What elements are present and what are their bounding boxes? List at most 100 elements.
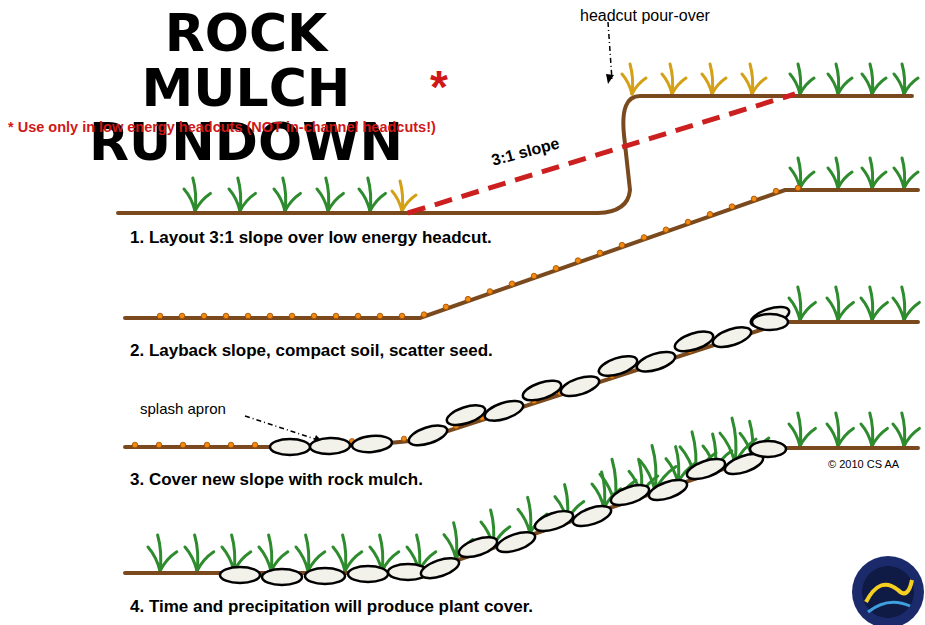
rock <box>351 434 392 453</box>
rock <box>711 323 754 351</box>
rock <box>608 481 651 509</box>
plant-blade <box>652 446 656 491</box>
rock <box>750 441 786 457</box>
plant-blade <box>259 547 271 571</box>
plant-blade <box>862 74 872 94</box>
ground-profile <box>125 190 918 318</box>
plant-blade <box>798 158 801 188</box>
rock <box>635 348 678 376</box>
seed <box>289 313 295 319</box>
plant-tuft <box>222 535 251 571</box>
plant-blade <box>274 189 285 211</box>
plant-tuft <box>828 158 852 188</box>
plant-blade <box>269 535 272 571</box>
plant-tuft <box>742 64 766 94</box>
title: ROCK MULCH RUNDOWN <box>66 6 426 170</box>
plant-blade <box>662 74 672 94</box>
leader-line <box>608 22 612 80</box>
plant-blade <box>195 193 210 211</box>
plant-tuft <box>893 287 919 320</box>
plant-tuft <box>702 64 726 94</box>
rock <box>684 455 727 483</box>
rock <box>305 568 345 584</box>
plant-tuft <box>789 287 815 320</box>
rock <box>418 554 461 582</box>
slope-line <box>408 94 795 213</box>
plant-blade <box>444 535 456 559</box>
plant-blade <box>870 413 873 446</box>
rock <box>310 437 351 454</box>
plant-tuft <box>894 158 918 188</box>
ground-profile <box>125 322 918 447</box>
step-text: 1. Layout 3:1 slope over low energy head… <box>130 228 492 248</box>
callout-label: headcut pour-over <box>580 7 710 25</box>
seed <box>575 258 581 264</box>
seed <box>245 313 251 319</box>
plant-blade <box>672 78 686 94</box>
seed <box>751 196 757 202</box>
plant-blade <box>894 74 904 94</box>
plant-tuft <box>259 535 288 571</box>
plant-blade <box>392 191 402 211</box>
plant-blade <box>798 64 801 94</box>
plant-blade <box>197 552 214 571</box>
plant-blade <box>229 189 240 211</box>
plant-blade <box>370 193 385 211</box>
rock <box>456 533 499 561</box>
rock <box>673 328 716 356</box>
ground-profile <box>125 448 918 573</box>
plant-tuft <box>828 64 852 94</box>
step-text: 3. Cover new slope with rock mulch. <box>130 470 423 490</box>
plant-blade <box>306 535 309 571</box>
plant-blade <box>195 535 198 571</box>
rock <box>270 439 310 455</box>
plant-blade <box>870 64 873 94</box>
plant-blade <box>343 535 346 571</box>
plant-blade <box>710 64 713 94</box>
seed <box>156 442 162 448</box>
plant-blade <box>528 497 531 533</box>
plant-blade <box>838 302 853 320</box>
plant-tuft <box>229 178 255 211</box>
plant-blade <box>702 74 712 94</box>
seed <box>180 442 186 448</box>
plant-blade <box>752 78 766 94</box>
plant-tuft <box>333 535 362 571</box>
leader-line <box>245 416 318 440</box>
plant-blade <box>676 447 679 483</box>
seed <box>333 313 339 319</box>
logo-disc <box>852 556 924 625</box>
plant-blade <box>789 424 800 446</box>
seed <box>509 281 515 287</box>
plant-blade <box>861 298 872 320</box>
plant-tuft <box>359 178 385 211</box>
plant-blade <box>902 158 905 188</box>
plant-tuft <box>148 535 177 571</box>
plant-blade <box>870 287 873 320</box>
plant-blade <box>328 193 343 211</box>
seed <box>597 250 603 256</box>
plant-blade <box>400 181 403 211</box>
plant-blade <box>326 178 329 211</box>
plant-blade <box>904 172 918 188</box>
plant-tuft <box>894 64 918 94</box>
rock <box>262 569 302 585</box>
seed <box>252 442 258 448</box>
plant-blade <box>750 64 753 94</box>
plant-blade <box>296 547 308 571</box>
plant-tuft <box>790 158 814 188</box>
plant-blade <box>333 547 345 571</box>
plant-blade <box>184 189 195 211</box>
seed <box>201 313 207 319</box>
plant-blade <box>902 287 905 320</box>
plant-tuft <box>274 178 300 211</box>
plant-blade <box>872 428 887 446</box>
plant-blade <box>893 424 904 446</box>
seed <box>619 242 625 248</box>
plant-blade <box>838 172 852 188</box>
step-text: 4. Time and precipitation will produce p… <box>130 597 533 617</box>
rock <box>494 528 537 556</box>
plant-blade <box>240 193 255 211</box>
rock <box>749 303 792 331</box>
rock <box>445 401 488 429</box>
